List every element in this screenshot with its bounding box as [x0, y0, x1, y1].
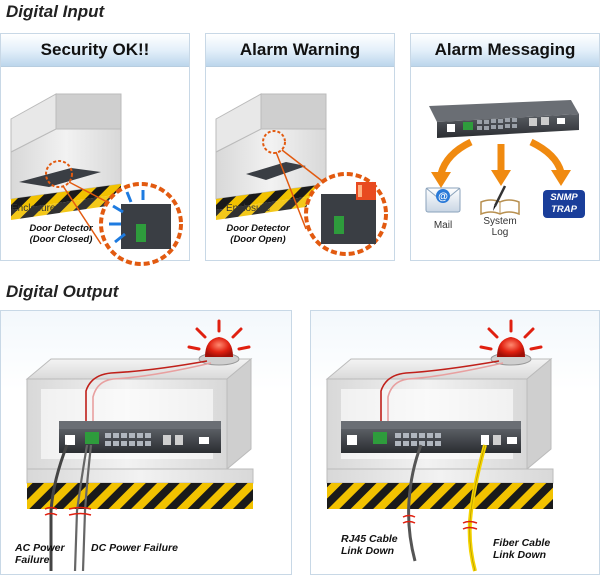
- snmp-trap-badge-icon: SNMP TRAP: [543, 190, 585, 218]
- alarm-warning-title: Alarm Warning: [206, 34, 394, 67]
- alarm-messaging-illustration: [429, 100, 579, 188]
- rj45-link-down-label: RJ45 Cable Link Down: [341, 533, 398, 557]
- power-failure-panel: AC Power Failure DC Power Failure: [0, 310, 292, 575]
- ac-power-failure-label: AC Power Failure: [15, 542, 65, 566]
- enclosure-label: Enclosure: [226, 203, 271, 214]
- dc-power-failure-label: DC Power Failure: [91, 542, 178, 554]
- enclosure-open-illustration: [215, 93, 388, 256]
- system-log-label: System Log: [483, 216, 517, 238]
- door-detector-label: Door Detector (Door Closed): [29, 223, 93, 245]
- security-ok-panel: Security OK!! Enclosure Door Detector (D…: [0, 33, 190, 266]
- security-ok-title: Security OK!!: [1, 34, 189, 67]
- enclosure-closed-illustration: [10, 93, 183, 266]
- digital-output-title: Digital Output: [6, 282, 119, 301]
- system-log-book-icon: [480, 185, 520, 216]
- digital-input-title: Digital Input: [6, 2, 105, 21]
- enclosure-label: Enclosure: [11, 203, 56, 214]
- link-down-illustration: [325, 319, 554, 572]
- alarm-messaging-title: Alarm Messaging: [411, 34, 599, 67]
- alarm-warning-panel: Alarm Warning Enclosure Door Detector (D…: [205, 33, 395, 261]
- door-detector-label: Door Detector (Door Open): [226, 223, 290, 245]
- alarm-messaging-panel: Alarm Messaging @ Mail: [410, 33, 600, 261]
- fiber-link-down-label: Fiber Cable Link Down: [493, 537, 551, 561]
- mail-label: Mail: [433, 220, 453, 231]
- power-failure-illustration: [25, 319, 254, 572]
- svg-text:@: @: [438, 192, 448, 203]
- link-down-panel: RJ45 Cable Link Down Fiber Cable Link Do…: [310, 310, 600, 575]
- mail-envelope-icon: @: [425, 187, 461, 213]
